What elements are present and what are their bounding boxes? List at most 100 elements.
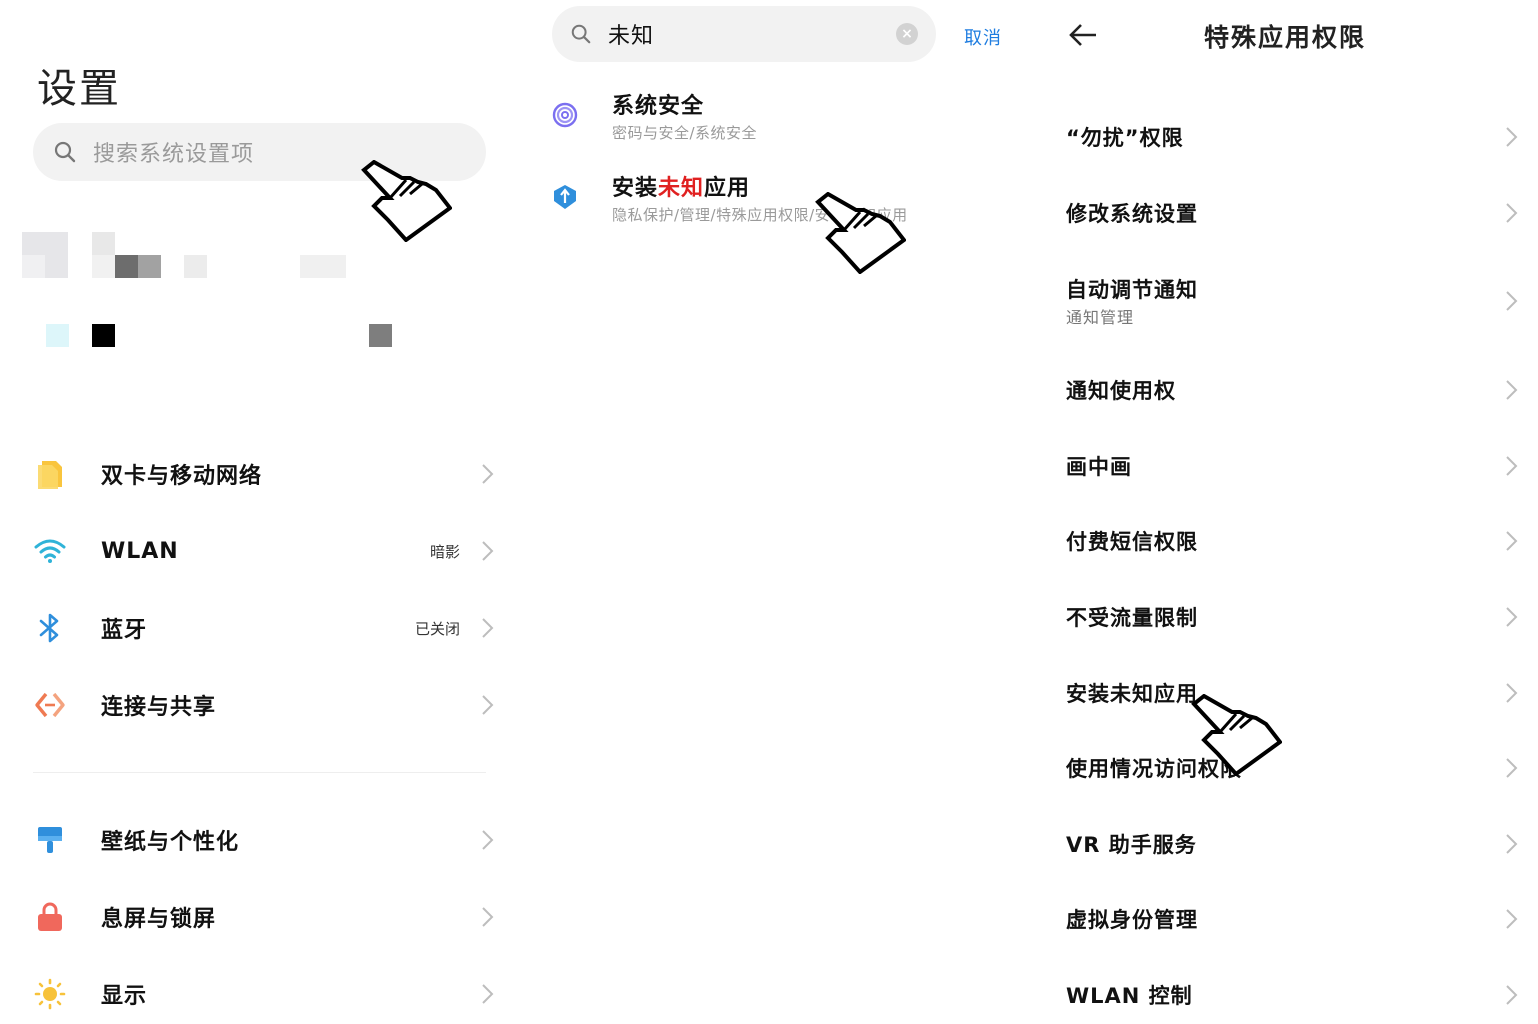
permission-item[interactable]: 自动调节通知 通知管理 [1024,274,1538,334]
fingerprint-icon [552,102,578,128]
item-label: WLAN 控制 [1066,984,1193,1008]
permission-item[interactable]: WLAN 控制 [1024,980,1538,1024]
chevron-right-icon [482,695,494,715]
share-icon [33,688,67,722]
permission-item[interactable]: VR 助手服务 [1024,829,1538,889]
settings-row-sim[interactable]: 双卡与移动网络 [0,444,512,504]
permission-item[interactable]: 通知使用权 [1024,375,1538,435]
item-label: 自动调节通知 [1066,278,1198,302]
avatar-mosaic [22,255,45,278]
mosaic-block [300,255,346,278]
chevron-right-icon [482,907,494,927]
item-label: 画中画 [1066,455,1132,479]
chevron-right-icon [482,830,494,850]
row-label: 连接与共享 [101,695,217,720]
chevron-right-icon [1506,127,1518,147]
settings-row-wlan[interactable]: WLAN 暗影 [0,521,512,581]
mosaic-block [92,324,115,347]
lock-icon [33,900,67,934]
item-label: 使用情况访问权限 [1066,757,1242,781]
permission-item[interactable]: 使用情况访问权限 [1024,753,1538,813]
mosaic-block [184,255,207,278]
mosaic-block [369,324,392,347]
chevron-right-icon [1506,683,1518,703]
chevron-right-icon [482,618,494,638]
mosaic-block [92,255,115,278]
result-path: 密码与安全/系统安全 [612,124,758,142]
settings-row-wallpaper[interactable]: 壁纸与个性化 [0,810,512,870]
row-value: 暗影 [429,542,460,561]
chevron-right-icon [1506,834,1518,854]
permission-item[interactable]: 修改系统设置 [1024,198,1538,258]
chevron-right-icon [1506,380,1518,400]
search-bar[interactable]: 搜索系统设置项 [33,123,486,181]
search-input[interactable]: 未知 × [552,6,936,62]
chevron-right-icon [482,464,494,484]
row-label: 双卡与移动网络 [101,464,263,489]
wallpaper-icon [33,823,67,857]
permission-item[interactable]: 画中画 [1024,451,1538,511]
item-label: 通知使用权 [1066,379,1176,403]
search-result[interactable]: 安装未知应用 隐私保护/管理/特殊应用权限/安装未知应用 [512,170,1024,240]
item-label: 付费短信权限 [1066,530,1198,554]
page-title: 设置 [37,66,121,112]
divider [33,772,486,773]
row-label: 显示 [101,984,148,1009]
item-label: 安装未知应用 [1066,682,1198,706]
chevron-right-icon [1506,456,1518,476]
mosaic-block [46,324,69,347]
mosaic-block [92,232,115,255]
item-label: 不受流量限制 [1066,606,1198,630]
settings-row-display[interactable]: 显示 [0,964,512,1024]
chevron-right-icon [1506,607,1518,627]
permission-item[interactable]: 安装未知应用 [1024,678,1538,738]
search-result[interactable]: 系统安全 密码与安全/系统安全 [512,88,1024,158]
item-label: “勿扰”权限 [1066,126,1184,150]
item-label: VR 助手服务 [1066,833,1197,857]
shield-icon [554,185,576,209]
chevron-right-icon [1506,291,1518,311]
chevron-right-icon [1506,985,1518,1005]
search-value: 未知 [608,24,655,49]
page-title: 特殊应用权限 [1204,23,1367,52]
chevron-right-icon [1506,203,1518,223]
hand-pointer-icon [1191,694,1282,776]
back-arrow-icon[interactable] [1068,22,1098,48]
chevron-right-icon [1506,758,1518,778]
search-icon [571,24,591,44]
row-value: 已关闭 [414,619,460,638]
search-results-panel: 未知 × 取消 系统安全 密码与安全/系统安全 安装未知应用 隐私保护/管理/特… [512,0,1024,1024]
search-icon [54,141,76,163]
chevron-right-icon [482,541,494,561]
chevron-right-icon [482,984,494,1004]
cancel-button[interactable]: 取消 [964,28,1002,49]
special-app-permissions-panel: 特殊应用权限 “勿扰”权限 修改系统设置 自动调节通知 通知管理 通知使用权 画… [1024,0,1538,1024]
wifi-icon [33,534,67,568]
row-label: 蓝牙 [101,618,148,643]
mosaic-block [138,255,161,278]
bluetooth-icon [33,611,67,645]
clear-icon[interactable]: × [896,23,918,45]
hand-pointer-icon [361,160,452,242]
permission-item[interactable]: 付费短信权限 [1024,526,1538,586]
permission-item[interactable]: “勿扰”权限 [1024,122,1538,182]
item-sublabel: 通知管理 [1066,308,1135,327]
sim-card-icon [33,457,67,491]
permission-item[interactable]: 不受流量限制 [1024,602,1538,662]
mosaic-block [115,255,138,278]
settings-panel: 设置 搜索系统设置项 双卡与移动网络 WLAN 暗影 [0,0,512,1024]
search-placeholder: 搜索系统设置项 [93,142,255,167]
settings-row-share[interactable]: 连接与共享 [0,675,512,735]
row-label: WLAN [101,538,179,564]
result-title: 系统安全 [612,94,705,119]
row-label: 壁纸与个性化 [101,830,240,855]
item-label: 修改系统设置 [1066,202,1198,226]
settings-row-bluetooth[interactable]: 蓝牙 已关闭 [0,598,512,658]
hand-pointer-icon [815,192,906,274]
result-title: 安装未知应用 [612,176,751,201]
permission-item[interactable]: 虚拟身份管理 [1024,904,1538,964]
chevron-right-icon [1506,531,1518,551]
settings-row-lockscreen[interactable]: 息屏与锁屏 [0,887,512,947]
sun-icon [33,977,67,1011]
item-label: 虚拟身份管理 [1066,908,1198,932]
